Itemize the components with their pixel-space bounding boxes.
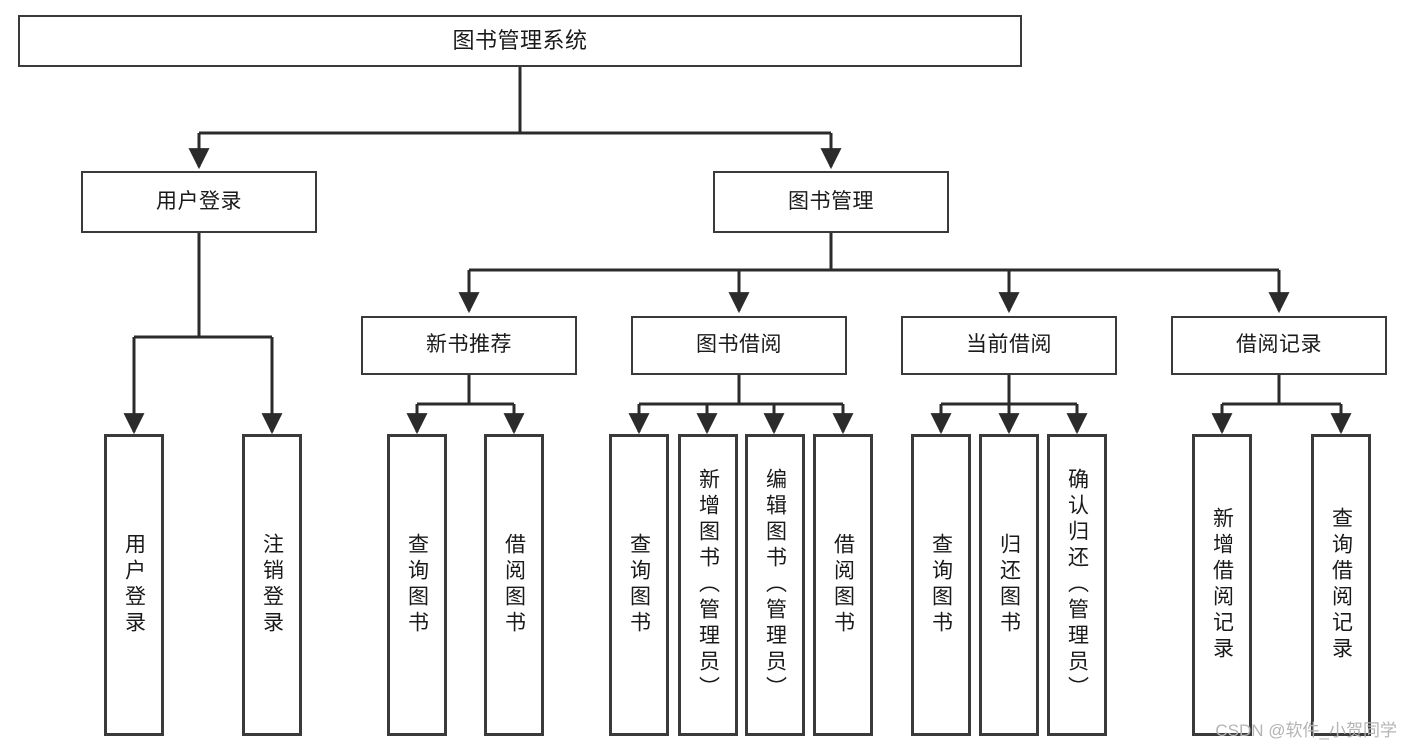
- node-current-borrow[interactable]: 当前借阅: [901, 316, 1117, 375]
- node-label: 查询图书: [627, 533, 651, 637]
- node-leaf-query-book-3[interactable]: 查询图书: [911, 434, 971, 736]
- node-label: 新增借阅记录: [1210, 507, 1234, 663]
- node-label: 借阅记录: [1236, 333, 1322, 357]
- node-label: 用户登录: [122, 533, 146, 637]
- node-label: 新增图书（管理员）: [696, 468, 720, 702]
- node-label: 查询借阅记录: [1329, 507, 1353, 663]
- node-book-borrow[interactable]: 图书借阅: [631, 316, 847, 375]
- node-label: 查询图书: [929, 533, 953, 637]
- node-root-book-management-system[interactable]: 图书管理系统: [18, 15, 1022, 67]
- node-label: 当前借阅: [966, 333, 1052, 357]
- node-leaf-user-login[interactable]: 用户登录: [104, 434, 164, 736]
- node-leaf-return-book[interactable]: 归还图书: [979, 434, 1039, 736]
- node-label: 用户登录: [156, 189, 242, 213]
- node-leaf-add-record[interactable]: 新增借阅记录: [1192, 434, 1252, 736]
- node-book-manage[interactable]: 图书管理: [713, 171, 949, 233]
- node-label: 归还图书: [997, 533, 1021, 637]
- node-leaf-add-book[interactable]: 新增图书（管理员）: [678, 434, 738, 736]
- node-label: 编辑图书（管理员）: [763, 468, 787, 702]
- node-label: 借阅图书: [831, 533, 855, 637]
- node-label: 图书管理系统: [452, 28, 588, 54]
- node-user-login[interactable]: 用户登录: [81, 171, 317, 233]
- node-label: 图书管理: [788, 189, 874, 213]
- node-leaf-query-book-1[interactable]: 查询图书: [387, 434, 447, 736]
- node-label: 新书推荐: [426, 333, 512, 357]
- node-label: 借阅图书: [502, 533, 526, 637]
- node-leaf-query-book-2[interactable]: 查询图书: [609, 434, 669, 736]
- csdn-watermark: CSDN @软件_小贺同学: [1215, 721, 1397, 740]
- node-leaf-borrow-book-2[interactable]: 借阅图书: [813, 434, 873, 736]
- node-label: 图书借阅: [696, 333, 782, 357]
- node-leaf-confirm-return[interactable]: 确认归还（管理员）: [1047, 434, 1107, 736]
- node-label: 确认归还（管理员）: [1065, 468, 1089, 702]
- node-leaf-edit-book[interactable]: 编辑图书（管理员）: [745, 434, 805, 736]
- node-leaf-borrow-book-1[interactable]: 借阅图书: [484, 434, 544, 736]
- node-label: 注销登录: [260, 533, 284, 637]
- node-leaf-user-logout[interactable]: 注销登录: [242, 434, 302, 736]
- node-new-book-recommend[interactable]: 新书推荐: [361, 316, 577, 375]
- node-label: 查询图书: [405, 533, 429, 637]
- node-borrow-record[interactable]: 借阅记录: [1171, 316, 1387, 375]
- node-leaf-query-record[interactable]: 查询借阅记录: [1311, 434, 1371, 736]
